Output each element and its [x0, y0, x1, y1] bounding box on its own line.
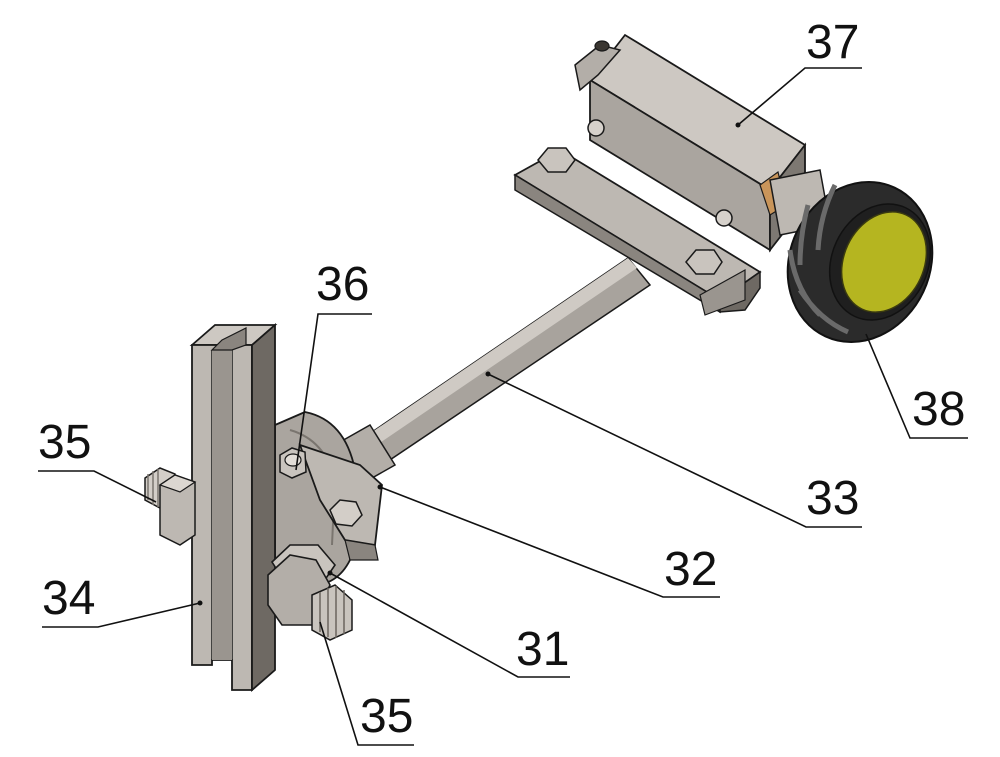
leader-35-lower — [319, 621, 414, 746]
knob-38 — [786, 181, 934, 343]
leader-33 — [487, 373, 862, 528]
set-screw-hole — [594, 40, 610, 52]
leader-38 — [865, 333, 968, 439]
label-32: 32 — [664, 543, 717, 596]
clamp-lever-32 — [298, 443, 383, 561]
housing-screw-bottom — [715, 209, 733, 227]
leader-35-upper — [38, 470, 157, 503]
label-37: 37 — [806, 16, 859, 69]
label-36: 36 — [316, 258, 369, 311]
housing-block-37 — [574, 33, 831, 253]
part-labels: 37 38 33 32 31 36 35 35 34 — [38, 16, 965, 743]
label-31: 31 — [516, 623, 569, 676]
bracket-bolt-upper — [537, 147, 576, 173]
label-34: 34 — [42, 572, 95, 625]
c-channel-rail-34 — [189, 323, 278, 692]
rod-33 — [338, 256, 652, 484]
bolt-35-lower — [267, 544, 353, 641]
clamp-nut — [329, 499, 363, 527]
label-35-lower: 35 — [360, 690, 413, 743]
leader-31 — [329, 572, 570, 678]
mounting-bracket — [513, 147, 762, 316]
housing-screw-top — [587, 119, 605, 137]
label-35-upper: 35 — [38, 416, 91, 469]
leader-36 — [295, 313, 372, 471]
leader-32 — [379, 486, 720, 598]
label-38: 38 — [912, 383, 965, 436]
leader-lines — [38, 67, 968, 746]
bracket-bolt-lower — [685, 249, 723, 275]
bolt-35-upper — [144, 467, 197, 546]
screw-36 — [279, 447, 307, 479]
leader-34 — [42, 602, 201, 628]
label-33: 33 — [806, 472, 859, 525]
leader-37 — [737, 67, 862, 126]
knob-cap — [840, 211, 928, 313]
